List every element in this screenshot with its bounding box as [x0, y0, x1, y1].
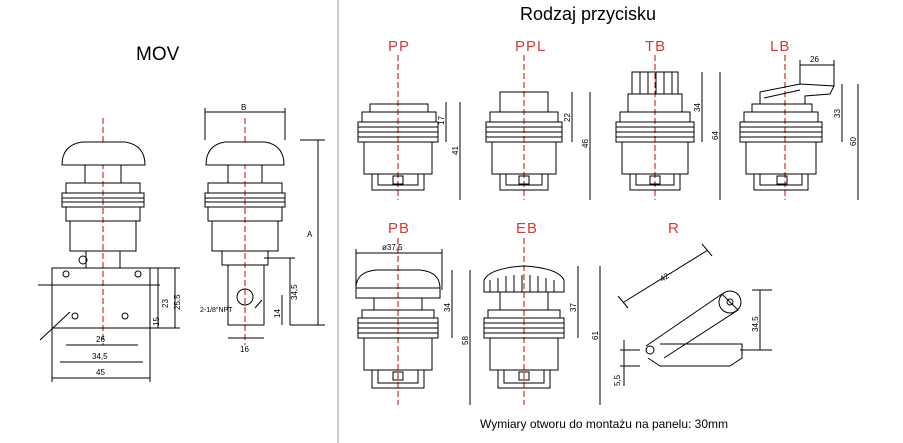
r-dim-34-5: 34,5 [751, 316, 760, 332]
ppl-dim-22: 22 [563, 113, 572, 122]
mov-front-dim-34-5: 34,5 [92, 352, 108, 361]
mov-side-view [204, 108, 325, 345]
type-label-r: R [668, 220, 680, 237]
pb-dim-34: 34 [443, 303, 452, 312]
panel-hole-note: Wymiary otworu do montażu na panelu: 30m… [480, 417, 729, 431]
r-dim-42: 42 [658, 271, 671, 284]
button-ppl [485, 55, 591, 200]
mov-side-dim-34-5: 34,5 [290, 284, 299, 300]
lb-dim-26: 26 [810, 55, 819, 64]
mov-front-dim-26: 26 [96, 335, 105, 344]
pp-dim-17: 17 [437, 116, 446, 125]
mov-side-dim-npt: 2-1/8"NPT [200, 307, 233, 314]
mov-side-dim-14: 14 [273, 309, 282, 318]
eb-dim-37: 37 [569, 303, 578, 312]
mov-side-dim-a: A [307, 230, 313, 239]
type-label-tb: TB [645, 38, 667, 55]
button-pp [357, 55, 461, 200]
mov-front-dim-25-5: 25,5 [173, 294, 182, 310]
type-label-pb: PB [388, 220, 411, 237]
mov-front-dim-45: 45 [96, 368, 105, 377]
type-label-eb: EB [516, 220, 539, 237]
mov-side-dim-b: B [241, 103, 246, 112]
mov-front-dim-15: 15 [152, 317, 161, 326]
r-dim-5-5: 5,5 [613, 374, 622, 386]
mov-front-dim-23: 23 [161, 299, 170, 308]
mov-side-dim-16: 16 [240, 345, 249, 354]
ppl-dim-46: 46 [581, 139, 590, 148]
mov-title: MOV [136, 44, 180, 65]
pp-dim-41: 41 [451, 146, 460, 155]
lb-dim-60: 60 [849, 137, 858, 146]
roller-lever-r [617, 243, 772, 386]
button-eb [483, 238, 601, 405]
eb-dim-61: 61 [591, 331, 600, 340]
pb-dim-58: 58 [461, 336, 470, 345]
type-label-lb: LB [770, 38, 791, 55]
type-label-pp: PP [388, 38, 411, 55]
mov-front-view [38, 118, 180, 382]
pb-dim-diameter: ø37,5 [382, 243, 403, 252]
lb-dim-33: 33 [833, 109, 842, 118]
button-pb [355, 238, 471, 405]
tb-dim-64: 64 [711, 131, 720, 140]
button-types-title: Rodzaj przycisku [520, 4, 657, 24]
tb-dim-34: 34 [693, 103, 702, 112]
button-lb [739, 55, 859, 200]
type-label-ppl: PPL [515, 38, 547, 55]
button-tb [615, 55, 721, 200]
